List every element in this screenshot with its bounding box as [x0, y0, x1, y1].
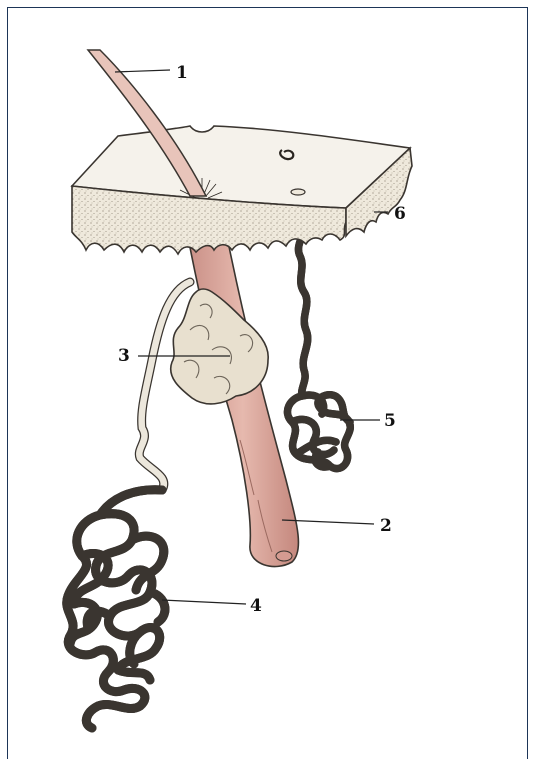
- label-4: 4: [250, 596, 262, 616]
- label-6: 6: [394, 204, 406, 224]
- label-2: 2: [380, 516, 392, 536]
- label-3: 3: [118, 346, 130, 366]
- label-5: 5: [384, 411, 396, 431]
- label-1: 1: [176, 63, 188, 83]
- skin-epidermis: [72, 126, 412, 254]
- sebaceous-gland: [171, 289, 269, 404]
